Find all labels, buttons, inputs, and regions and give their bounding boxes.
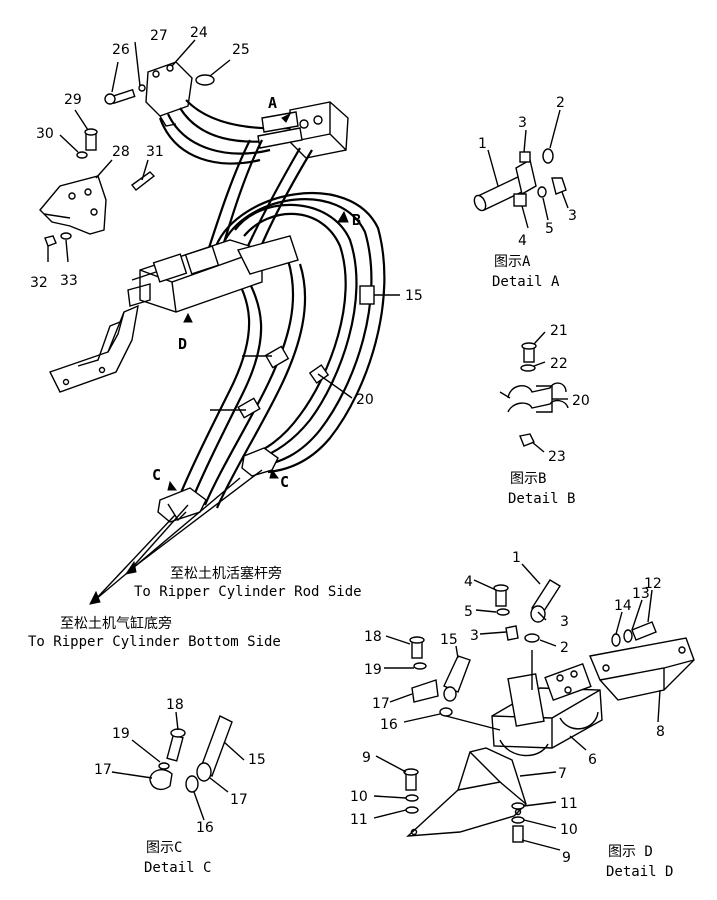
part-label: 4: [464, 574, 473, 590]
part-label: 29: [64, 92, 82, 108]
part-label: 2: [560, 640, 569, 656]
view-marker-c: C: [280, 473, 289, 491]
detail-b-caption-zh: 图示B: [510, 471, 546, 487]
view-marker-c: C: [152, 466, 161, 484]
detail-d-caption-zh: 图示 D: [608, 844, 653, 860]
part-number-labels: 26 27 24 25 29 30 28 31 32 33 15 20 1 3 …: [30, 25, 665, 866]
part-label: 33: [60, 273, 78, 289]
view-marker-d: D: [178, 335, 187, 353]
detail-d-caption-en: Detail D: [606, 864, 673, 880]
part-label: 24: [190, 25, 208, 41]
part-label: 19: [364, 662, 382, 678]
view-marker-a: A: [268, 94, 277, 112]
part-label: 3: [568, 208, 577, 224]
part-label: 22: [550, 356, 568, 372]
part-label: 17: [372, 696, 390, 712]
part-label: 18: [364, 629, 382, 645]
main-leader-lines: [47, 39, 400, 605]
part-label: 15: [405, 288, 423, 304]
part-label: 1: [512, 550, 521, 566]
part-label: 11: [350, 812, 368, 828]
part-label: 9: [362, 750, 371, 766]
bottom-side-note-en: To Ripper Cylinder Bottom Side: [28, 634, 281, 650]
part-label: 30: [36, 126, 54, 142]
part-label: 1: [478, 136, 487, 152]
part-label: 9: [562, 850, 571, 866]
detail-a-drawing: [473, 109, 569, 229]
part-label: 25: [232, 42, 250, 58]
part-label: 7: [558, 766, 567, 782]
detail-a-caption-en: Detail A: [492, 274, 560, 290]
part-label: 18: [166, 697, 184, 713]
part-label: 17: [230, 792, 248, 808]
part-label: 2: [556, 95, 565, 111]
part-label: 3: [518, 115, 527, 131]
detail-c-drawing: [111, 711, 245, 821]
view-markers: A B D C C: [152, 94, 361, 491]
part-label: 31: [146, 144, 164, 160]
part-label: 21: [550, 323, 568, 339]
rod-side-note-zh: 至松土机活塞杆旁: [170, 565, 282, 582]
part-label: 3: [470, 628, 479, 644]
part-label: 11: [560, 796, 578, 812]
bottom-side-note-zh: 至松土机气缸底旁: [60, 615, 172, 632]
part-label: 8: [656, 724, 665, 740]
part-label: 23: [548, 449, 566, 465]
part-label: 14: [614, 598, 632, 614]
part-label: 20: [356, 392, 374, 408]
detail-c-caption-zh: 图示C: [146, 840, 182, 856]
part-label: 5: [545, 221, 554, 237]
part-label: 3: [560, 614, 569, 630]
rod-side-note-en: To Ripper Cylinder Rod Side: [134, 584, 362, 600]
detail-c-caption-en: Detail C: [144, 860, 211, 876]
part-label: 4: [518, 233, 527, 249]
main-hose-assembly: [39, 61, 386, 523]
part-label: 6: [588, 752, 597, 768]
view-marker-b: B: [352, 211, 361, 229]
part-label: 15: [248, 752, 266, 768]
part-label: 32: [30, 275, 48, 291]
detail-a-caption-zh: 图示A: [494, 254, 531, 270]
part-label: 27: [150, 28, 168, 44]
part-label: 17: [94, 762, 112, 778]
part-label: 19: [112, 726, 130, 742]
part-label: 16: [380, 717, 398, 733]
part-label: 13: [632, 586, 650, 602]
part-label: 16: [196, 820, 214, 836]
detail-d-drawing: [373, 563, 695, 851]
detail-captions: 图示A Detail A 图示B Detail B 图示C Detail C 图…: [144, 254, 673, 880]
part-label: 10: [350, 789, 368, 805]
part-label: 20: [572, 393, 590, 409]
destination-annotations: 至松土机活塞杆旁 To Ripper Cylinder Rod Side 至松土…: [28, 565, 362, 650]
part-label: 26: [112, 42, 130, 58]
detail-b-drawing: [499, 331, 569, 453]
part-label: 15: [440, 632, 458, 648]
part-label: 28: [112, 144, 130, 160]
part-label: 10: [560, 822, 578, 838]
part-label: 5: [464, 604, 473, 620]
part-label: 12: [644, 576, 662, 592]
detail-b-caption-en: Detail B: [508, 491, 575, 507]
